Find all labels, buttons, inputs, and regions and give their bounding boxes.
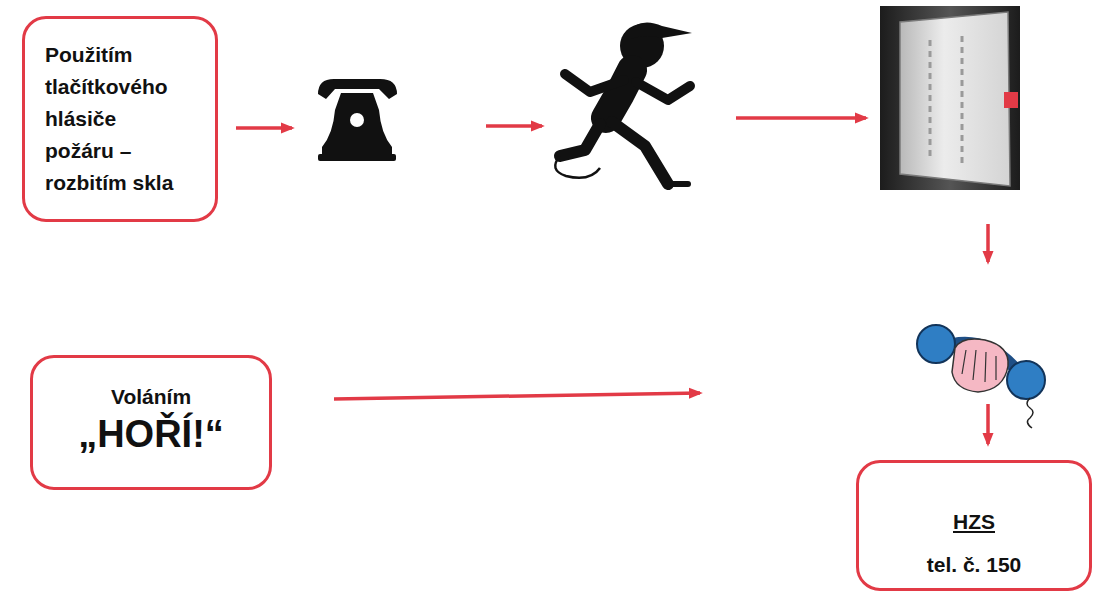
telephone-dial (350, 113, 364, 127)
door-frame (880, 6, 1020, 190)
running-man-icon (555, 22, 692, 184)
man-foot-line (555, 156, 600, 178)
telephone-body (322, 93, 392, 157)
flow-arrow (986, 224, 990, 262)
phone-call-icon (917, 325, 1045, 428)
man-cap (624, 22, 692, 40)
man-arm (636, 82, 690, 100)
telephone-base (318, 154, 396, 161)
receiver-earpiece (917, 325, 955, 363)
alarm-method-box: Použitím tlačítkového hlásiče požáru – r… (22, 16, 218, 222)
hand-fingers (962, 350, 996, 382)
door-panel (900, 12, 1010, 186)
service-name: HZS (953, 509, 995, 535)
flow-arrow (486, 124, 542, 128)
bell-telephone-icon (318, 79, 397, 161)
door-handle (1004, 92, 1018, 108)
man-leg (560, 124, 600, 156)
man-arm (565, 74, 624, 92)
hand (952, 339, 1008, 392)
fire-service-box: HZS tel. č. 150 (856, 460, 1092, 591)
method-text: Použitím tlačítkového hlásiče požáru – r… (45, 39, 185, 199)
flow-arrow (736, 116, 866, 120)
method-text: Voláním (111, 383, 191, 411)
flow-arrows (236, 118, 988, 444)
man-leg (612, 122, 668, 184)
receiver-cord (1027, 398, 1033, 428)
emergency-door-icon (880, 6, 1020, 190)
door-marking (929, 40, 932, 160)
receiver-mouthpiece (1007, 361, 1045, 399)
flow-arrow (236, 126, 292, 130)
shout-text: „HOŘÍ!“ (78, 411, 224, 457)
flow-arrow (334, 393, 700, 399)
door-marking (961, 36, 964, 164)
phone-number: tel. č. 150 (927, 552, 1022, 578)
man-foot (668, 181, 688, 187)
alarm-method-box: Voláním„HOŘÍ!“ (30, 355, 272, 490)
flow-arrow (986, 404, 990, 444)
